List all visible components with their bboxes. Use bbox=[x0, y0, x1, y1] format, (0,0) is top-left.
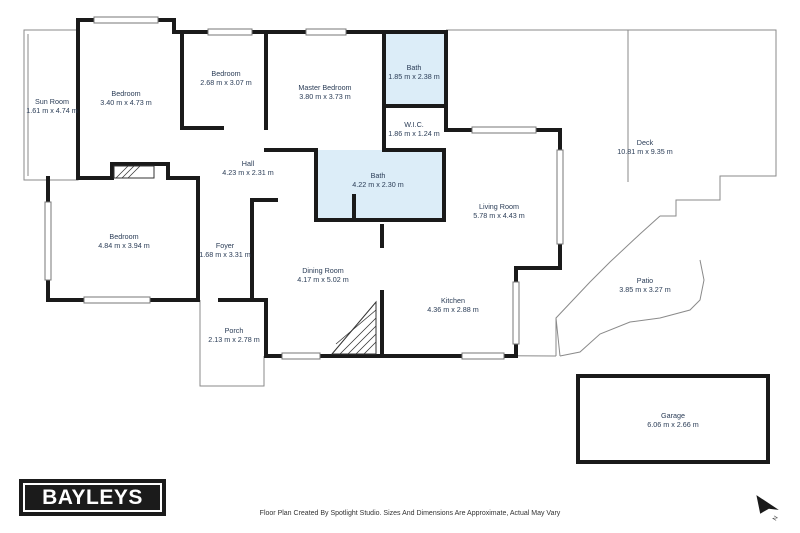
bedroom-small-dim: 2.68 m x 3.07 m bbox=[200, 78, 252, 87]
kitchen-dim: 4.36 m x 2.88 m bbox=[427, 305, 479, 314]
wic-name: W.I.C. bbox=[404, 120, 424, 129]
bath-ensuite-dim: 1.85 m x 2.38 m bbox=[388, 72, 440, 81]
footer-note: Floor Plan Created By Spotlight Studio. … bbox=[259, 510, 561, 517]
room-labels: Sun Room 1.61 m x 4.74 m Bedroom 3.40 m … bbox=[26, 63, 699, 429]
sun-room-dim: 1.61 m x 4.74 m bbox=[26, 106, 78, 115]
deck-name: Deck bbox=[637, 138, 654, 147]
garage-dim: 6.06 m x 2.66 m bbox=[647, 420, 699, 429]
bedroom-small-name: Bedroom bbox=[211, 69, 240, 78]
bedroom-sw-dim: 4.84 m x 3.94 m bbox=[98, 241, 150, 250]
kitchen-name: Kitchen bbox=[441, 296, 465, 305]
windows bbox=[44, 16, 564, 360]
porch-dim: 2.13 m x 2.78 m bbox=[208, 335, 260, 344]
bath-main-fill bbox=[316, 150, 444, 220]
bayleys-logo: BAYLEYS bbox=[19, 479, 166, 516]
fireplace bbox=[113, 165, 155, 179]
porch-name: Porch bbox=[225, 326, 244, 335]
hall-dim: 4.23 m x 2.31 m bbox=[222, 168, 274, 177]
foyer-name: Foyer bbox=[216, 241, 235, 250]
bath-ensuite-fill bbox=[386, 34, 446, 106]
north-label: N bbox=[772, 515, 779, 522]
master-bedroom-dim: 3.80 m x 3.73 m bbox=[299, 92, 351, 101]
sun-room-name: Sun Room bbox=[35, 97, 69, 106]
master-bedroom-name: Master Bedroom bbox=[298, 83, 351, 92]
dining-room-name: Dining Room bbox=[302, 266, 344, 275]
garage-name: Garage bbox=[661, 411, 685, 420]
patio-name: Patio bbox=[637, 276, 653, 285]
patio-dim: 3.85 m x 3.27 m bbox=[619, 285, 671, 294]
stairs bbox=[330, 300, 377, 355]
foyer-dim: 1.68 m x 3.31 m bbox=[199, 250, 251, 259]
bedroom-nw-name: Bedroom bbox=[111, 89, 140, 98]
bath-ensuite-name: Bath bbox=[407, 63, 422, 72]
living-room-dim: 5.78 m x 4.43 m bbox=[473, 211, 525, 220]
logo-text: BAYLEYS bbox=[42, 485, 143, 509]
bath-main-dim: 4.22 m x 2.30 m bbox=[352, 180, 404, 189]
bedroom-sw-name: Bedroom bbox=[109, 232, 138, 241]
living-room-name: Living Room bbox=[479, 202, 519, 211]
logo-frame: BAYLEYS bbox=[23, 483, 162, 512]
dining-room-dim: 4.17 m x 5.02 m bbox=[297, 275, 349, 284]
north-arrow-icon: N bbox=[756, 495, 780, 522]
bedroom-nw-dim: 3.40 m x 4.73 m bbox=[100, 98, 152, 107]
wic-dim: 1.86 m x 1.24 m bbox=[388, 129, 440, 138]
porch-outline bbox=[199, 300, 265, 387]
deck-dim: 10.81 m x 9.35 m bbox=[617, 147, 673, 156]
hall-name: Hall bbox=[242, 159, 255, 168]
bath-main-name: Bath bbox=[371, 171, 386, 180]
